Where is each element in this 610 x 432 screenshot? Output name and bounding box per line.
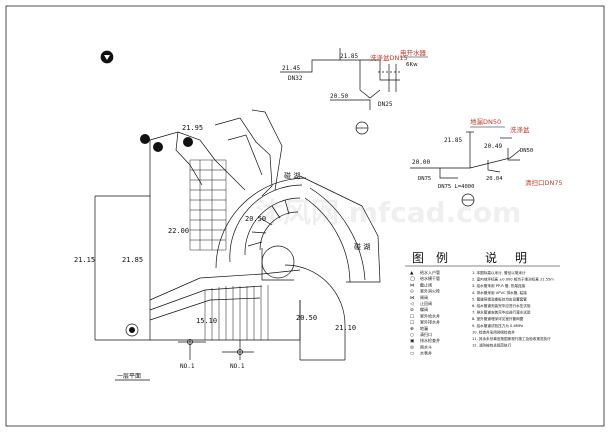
pipe-label: DN50 [520, 148, 533, 154]
detail-1-water-heater: 21.85 21.45 20.50 DN32 DN25 洗涤盆DN15 电开水器… [280, 48, 428, 135]
legend-item: 室外给水井 [420, 312, 440, 318]
outlet-label: NO.1 [230, 363, 245, 370]
legend-symbol-icon: ◁ [410, 302, 414, 307]
legend-symbol-icon: ▭ [410, 352, 414, 357]
legend-note: 3. 给水管采用 PP-R 管, 热熔连接 [472, 283, 526, 288]
legend-note: 1. 本图标高以米计, 管径以毫米计 [472, 270, 526, 275]
level-label: 21.15 [74, 256, 95, 264]
level-label: 21.85 [340, 53, 358, 60]
legend-symbol-icon: ⊘ [410, 308, 414, 313]
legend-item: 水表井 [420, 350, 432, 356]
level-label: 20.04 [486, 176, 503, 182]
legend-notes: 1. 本图标高以米计, 管径以毫米计 2. 室内地坪标高 ±0.000 相当于绝对… [472, 270, 554, 348]
legend-note: 2. 室内地坪标高 ±0.000 相当于绝对标高 21.55m [472, 277, 554, 282]
legend-item: 截止阀 [420, 281, 432, 287]
legend-title-char: 图 [412, 251, 424, 265]
legend-note: 5. 管道穿墙及楼板处均应设置套管 [472, 296, 527, 301]
legend-symbol-icon: ▲ [410, 271, 414, 276]
legend-note: 11. 其余未尽事宜按国家现行施工及验收规范执行 [472, 336, 551, 341]
level-label: 21.45 [282, 65, 300, 72]
level-label: 20.50 [330, 93, 348, 100]
pipe-label: DN75 L=4000 [438, 184, 474, 190]
detail-2-symbol [461, 193, 475, 207]
legend-title-char: 明 [515, 251, 527, 265]
legend-note: 6. 给水管道安装完毕应进行水压试验 [472, 303, 531, 308]
legend-note: 7. 排水管道安装完毕应进行灌水试验 [472, 310, 531, 315]
heater-label: 电开水器 [400, 48, 427, 57]
legend-symbol-icon: □ [410, 321, 414, 326]
legend-note: 10. 检查井采用砖砌检查井 [472, 329, 515, 334]
legend-symbol-icon: ⋈ [410, 296, 415, 301]
seating-rows [204, 285, 269, 340]
legend-symbol-icon: ⋈ [410, 283, 415, 288]
north-arrow-icon [100, 50, 114, 64]
pipe-label: DN75 [418, 176, 431, 182]
legend-symbol-icon: ◯ [410, 276, 415, 282]
level-label: 15.10 [196, 317, 217, 325]
area-label: 碰 湖 [284, 171, 300, 180]
stair-block [189, 159, 227, 251]
heater-sub: 6Kw [406, 62, 418, 68]
legend-symbol-icon: □ [410, 314, 414, 319]
level-label: 21.10 [335, 324, 356, 332]
legend-note: 9. 给水管道试验压力为 0.6MPa [472, 323, 523, 328]
sheet-frame [5, 5, 605, 427]
legend-item: 地漏 [420, 325, 428, 331]
floor-drain-label: 地漏DN50 [470, 117, 501, 126]
pipe-label: DN32 [288, 75, 303, 82]
legend-symbol-icon: ⊙ [410, 290, 414, 295]
tree-icon [125, 134, 193, 337]
pipe-label: DN25 [378, 101, 393, 108]
legend-symbol-icon: ▣ [410, 339, 414, 344]
legend-symbol-icon: ⊕ [410, 327, 414, 332]
legend-item: 室外排水井 [420, 319, 440, 325]
legend-item: 清扫口 [420, 331, 432, 337]
legend-item: 闸阀 [420, 294, 428, 300]
level-label: 21.85 [444, 137, 462, 144]
legend-note: 12. 消防按有关规范执行 [472, 343, 512, 348]
detail-2-drainage: 21.85 20.49 20.00 20.04 DN75 DN75 L=4000… [410, 117, 563, 207]
legend-item: 止回阀 [420, 300, 432, 306]
legend-title-char: 例 [436, 251, 448, 265]
watermark: 沐风网 mfcad.com [255, 196, 521, 229]
outlet-pipes [178, 339, 254, 360]
legend-panel: 图 例 说 明 ▲ 给水入户管 ◯ 给水横干管 ⋈ 截止阀 ⊙ 室外消火栓 ⋈ 闸阀 ◁ 止回阀 ⊘ 蝶阀… [405, 250, 560, 357]
legend-item: 蝶阀 [420, 306, 428, 312]
legend-items: ▲ 给水入户管 ◯ 给水横干管 ⋈ 截止阀 ⊙ 室外消火栓 ⋈ 闸阀 ◁ 止回阀 ⊘ 蝶阀 □ 室外给水井 □ 室… [410, 269, 440, 357]
sink-label: 洗涤盆 [510, 125, 530, 134]
curved-stair [215, 177, 307, 269]
legend-symbol-icon: ○ [410, 333, 414, 338]
legend-note: 4. 排水管采用 UPVC 排水管, 粘接 [472, 290, 527, 295]
floor-plan [94, 50, 381, 361]
level-label: 20.00 [412, 159, 430, 166]
legend-item: 室外消火栓 [420, 288, 440, 294]
level-label: 21.85 [122, 256, 143, 264]
level-label: 22.00 [168, 227, 189, 235]
outlet-label: NO.1 [180, 363, 195, 370]
legend-item: 排水检查井 [420, 337, 440, 343]
plan-title: 一层平面 [117, 373, 141, 380]
level-label: 20.49 [484, 143, 502, 150]
legend-note: 8. 室外管道埋深详见室外管网图 [472, 316, 524, 321]
cleanout-label: 清扫口DN75 [525, 178, 563, 187]
plan-labels: 21.95 21.85 21.15 22.00 20.50 15.10 20.5… [74, 124, 370, 381]
legend-symbol-icon: ◎ [410, 345, 414, 350]
area-label: 碰 湖 [354, 242, 370, 251]
level-label: 21.95 [182, 124, 203, 132]
legend-item: 给水入户管 [420, 269, 440, 275]
level-label: 20.50 [296, 314, 317, 322]
detail-1-symbol [355, 121, 369, 135]
legend-item: 雨水斗 [420, 343, 432, 349]
level-label: 20.50 [245, 215, 266, 223]
legend-title-char: 说 [485, 250, 497, 265]
valve-label: 洗涤盆DN15 [370, 53, 408, 62]
legend-item: 给水横干管 [420, 275, 440, 281]
